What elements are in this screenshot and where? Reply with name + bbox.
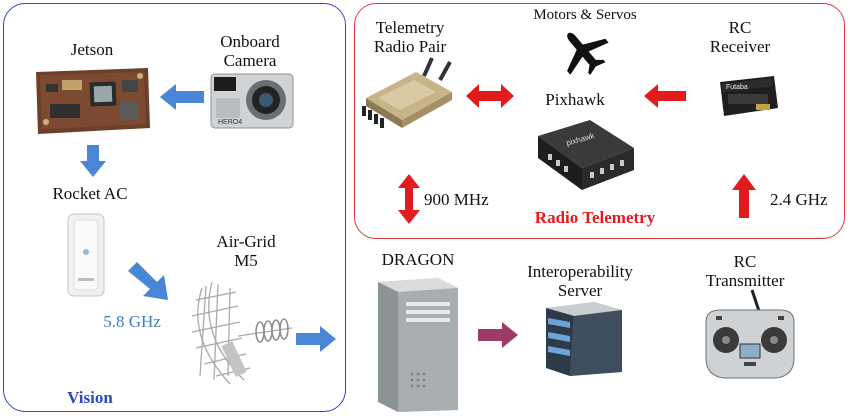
receiver-mark: Futaba bbox=[726, 84, 748, 91]
link-5-8-ghz-label: 5.8 GHz bbox=[103, 312, 161, 331]
link-900-mhz-label: 900 MHz bbox=[424, 190, 489, 209]
telemetry-radio-label-line1: Telemetry bbox=[375, 18, 445, 37]
receiver-to-pixhawk-arrow bbox=[644, 84, 686, 108]
link-2-4-ghz-label: 2.4 GHz bbox=[770, 190, 828, 209]
airgrid-label: Air-Grid M5 bbox=[206, 232, 286, 270]
camera-mark: HERO4 bbox=[218, 119, 242, 126]
rocket-ac-icon bbox=[67, 213, 105, 297]
rc-transmitter-label: RC Transmitter bbox=[690, 252, 800, 290]
rc-receiver-icon: Futaba bbox=[720, 76, 778, 116]
rocket-to-airgrid-arrow bbox=[128, 262, 168, 300]
dragon-label: DRAGON bbox=[381, 250, 455, 269]
interop-server-label-line2: Server bbox=[557, 281, 603, 300]
link-900-mhz-arrow bbox=[398, 174, 420, 224]
airgrid-label-line1: Air-Grid bbox=[216, 232, 276, 251]
server-icon bbox=[546, 302, 622, 376]
pixhawk-label: Pixhawk bbox=[545, 90, 605, 109]
interop-server-label: Interoperability Server bbox=[510, 262, 650, 300]
vision-group-box bbox=[3, 3, 346, 412]
telemetry-radio-label: Telemetry Radio Pair bbox=[360, 18, 460, 56]
rc-transmitter-label-line2: Transmitter bbox=[705, 271, 785, 290]
dragon-computer-icon bbox=[378, 278, 458, 412]
radio-pixhawk-link-arrow bbox=[466, 84, 514, 108]
airgrid-antenna-icon bbox=[191, 281, 293, 385]
telemetry-radio-label-line2: Radio Pair bbox=[373, 37, 447, 56]
rc-transmitter-icon bbox=[705, 289, 795, 379]
pixhawk-icon: pixhawk bbox=[538, 120, 634, 190]
rc-receiver-label-line1: RC bbox=[728, 18, 752, 37]
dragon-to-server-arrow bbox=[478, 322, 518, 348]
airplane-icon bbox=[567, 32, 609, 76]
radio-telemetry-group-box bbox=[354, 3, 845, 239]
rocket-ac-label: Rocket AC bbox=[52, 184, 128, 203]
link-2-4-ghz-arrow bbox=[732, 174, 756, 218]
camera-label-line1: Onboard bbox=[220, 32, 280, 51]
jetson-to-rocket-arrow bbox=[80, 145, 106, 177]
telemetry-radio-icon bbox=[362, 57, 452, 128]
airgrid-to-dragon-arrow bbox=[296, 326, 336, 352]
airgrid-label-line2: M5 bbox=[234, 251, 258, 270]
camera-label-line2: Camera bbox=[223, 51, 277, 70]
jetson-label: Jetson bbox=[70, 40, 114, 59]
radio-telemetry-title: Radio Telemetry bbox=[534, 208, 656, 227]
rc-transmitter-label-line1: RC bbox=[733, 252, 757, 271]
camera-to-jetson-arrow bbox=[160, 84, 204, 110]
rc-receiver-label: RC Receiver bbox=[700, 18, 780, 56]
vision-group-title: Vision bbox=[67, 388, 113, 407]
jetson-board-icon bbox=[36, 68, 150, 134]
camera-label: Onboard Camera bbox=[205, 32, 295, 70]
rc-receiver-label-line2: Receiver bbox=[709, 37, 771, 56]
interop-server-label-line1: Interoperability bbox=[527, 262, 633, 281]
gopro-camera-icon: HERO4 bbox=[210, 73, 294, 129]
motors-servos-label: Motors & Servos bbox=[533, 7, 637, 23]
